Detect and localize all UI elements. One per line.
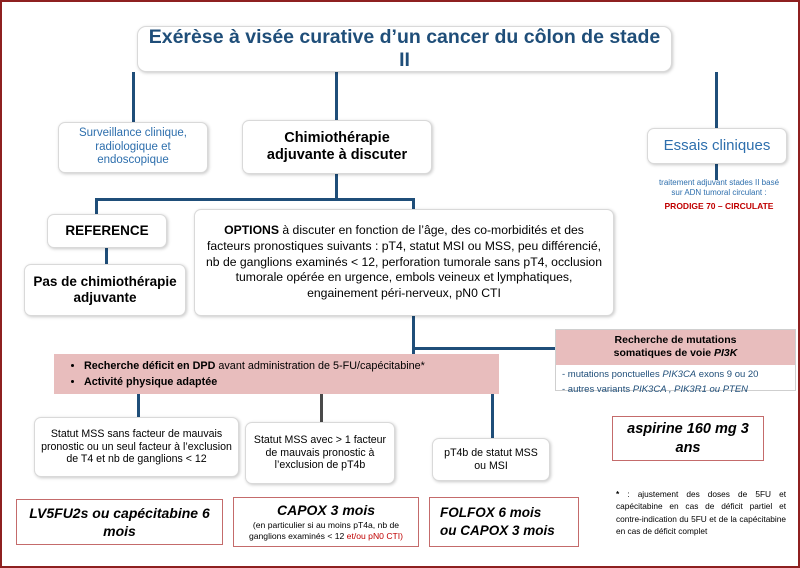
- trials-note-line1: traitement adjuvant stades II basé: [658, 178, 780, 187]
- connector-reference-down: [105, 248, 108, 268]
- dpd-item-1: Recherche déficit en DPD avant administr…: [84, 359, 495, 375]
- dpd-item-2: Activité physique adaptée: [84, 375, 495, 391]
- clinical-trials-note: traitement adjuvant stades II basé sur A…: [643, 178, 795, 212]
- pi3k-header: Recherche de mutations somatiques de voi…: [556, 330, 795, 366]
- treatment-box-folfox: FOLFOX 6 mois ou CAPOX 3 mois: [429, 497, 579, 547]
- connector-trials-down: [715, 164, 718, 180]
- capox-title: CAPOX 3 mois: [276, 501, 376, 518]
- connector-title-down-right: [715, 72, 718, 128]
- connector-dpd-to-crit3: [491, 394, 494, 438]
- pi3k-gene-name: PI3K: [714, 347, 738, 360]
- connector-chemo-down: [335, 174, 338, 200]
- pi3k-box: Recherche de mutations somatiques de voi…: [555, 329, 796, 395]
- connector-title-down-center: [335, 72, 338, 120]
- criteria-card-1: Statut MSS sans facteur de mauvais prono…: [34, 417, 239, 477]
- pi3k-row-2: - autres variants PIK3CA , PIK3R1 ou PTE…: [562, 383, 789, 398]
- dpd-item-1-bold: Recherche déficit en DPD: [84, 360, 216, 372]
- capox-detail: (en particulier si au moins pT4a, nb de …: [239, 520, 413, 542]
- treatment-box-capox: CAPOX 3 mois (en particulier si au moins…: [233, 497, 419, 547]
- dpd-box: Recherche déficit en DPD avant administr…: [54, 354, 499, 394]
- pi3k-header-line2: somatiques de voie: [613, 347, 715, 360]
- pi3k-row-1: - mutations ponctuelles PIK3CA exons 9 o…: [562, 368, 789, 383]
- branch-adjuvant-chemo[interactable]: Chimiothérapie adjuvante à discuter: [242, 120, 432, 174]
- folfox-line1: FOLFOX 6 mois: [440, 504, 542, 520]
- pi3k-row-1-post: exons 9 ou 20: [696, 369, 759, 381]
- connector-options-down: [412, 316, 415, 360]
- page-title: Exérèse à visée curative d’un cancer du …: [137, 26, 672, 72]
- capox-detail-pre: (en particulier si au moins pT4a, nb de …: [248, 519, 400, 541]
- pi3k-row-1-pre: - mutations ponctuelles: [562, 369, 663, 381]
- connector-chemo-split: [95, 198, 415, 201]
- trials-note-line2: sur ADN tumoral circulant :: [671, 188, 767, 198]
- folfox-line2: ou CAPOX 3 mois: [440, 523, 555, 538]
- pi3k-row-2-pre: - autres variants: [562, 383, 633, 395]
- connector-title-down-left: [132, 72, 135, 122]
- reference-outcome: Pas de chimiothérapie adjuvante: [24, 264, 186, 316]
- footnote-marker: *: [616, 489, 628, 499]
- treatment-box-aspirin: aspirine 160 mg 3 ans: [612, 416, 764, 461]
- pi3k-row-1-gene: PIK3CA: [662, 369, 697, 381]
- branch-clinical-trials[interactable]: Essais cliniques: [647, 128, 787, 164]
- options-text: à discuter en fonction de l’âge, des co-…: [206, 222, 602, 301]
- connector-dpd-to-crit1: [137, 394, 140, 418]
- criteria-card-3: pT4b de statut MSS ou MSI: [432, 438, 550, 481]
- trials-note-highlight: PRODIGE 70 – CIRCULATE: [664, 200, 774, 211]
- reference-heading: REFERENCE: [47, 214, 167, 248]
- connector-to-pi3k: [412, 347, 557, 350]
- dpd-item-2-text: Activité physique adaptée: [84, 375, 218, 388]
- pi3k-header-line1: Recherche de mutations: [614, 334, 737, 346]
- footnote: * : ajustement des doses de 5FU et capéc…: [616, 488, 786, 537]
- treatment-box-lv5fu2: LV5FU2s ou capécitabine 6 mois: [16, 499, 223, 545]
- options-label: OPTIONS: [224, 222, 279, 237]
- connector-split-to-reference: [95, 198, 98, 216]
- options-box: OPTIONS à discuter en fonction de l’âge,…: [194, 209, 614, 316]
- capox-detail-highlight: et/ou pN0 CTI): [346, 531, 404, 541]
- connector-split-to-options: [412, 198, 415, 212]
- pi3k-row-2-gene: PIK3CA , PIK3R1 ou PTEN: [632, 383, 749, 395]
- criteria-card-2: Statut MSS avec > 1 facteur de mauvais p…: [245, 422, 395, 484]
- dpd-item-1-rest: avant administration de 5-FU/capécitabin…: [215, 360, 425, 372]
- footnote-text: : ajustement des doses de 5FU et capécit…: [616, 489, 786, 536]
- branch-surveillance[interactable]: Surveillance clinique, radiologique et e…: [58, 122, 208, 173]
- pi3k-details: - mutations ponctuelles PIK3CA exons 9 o…: [556, 365, 795, 399]
- connector-dpd-to-crit2: [320, 394, 323, 423]
